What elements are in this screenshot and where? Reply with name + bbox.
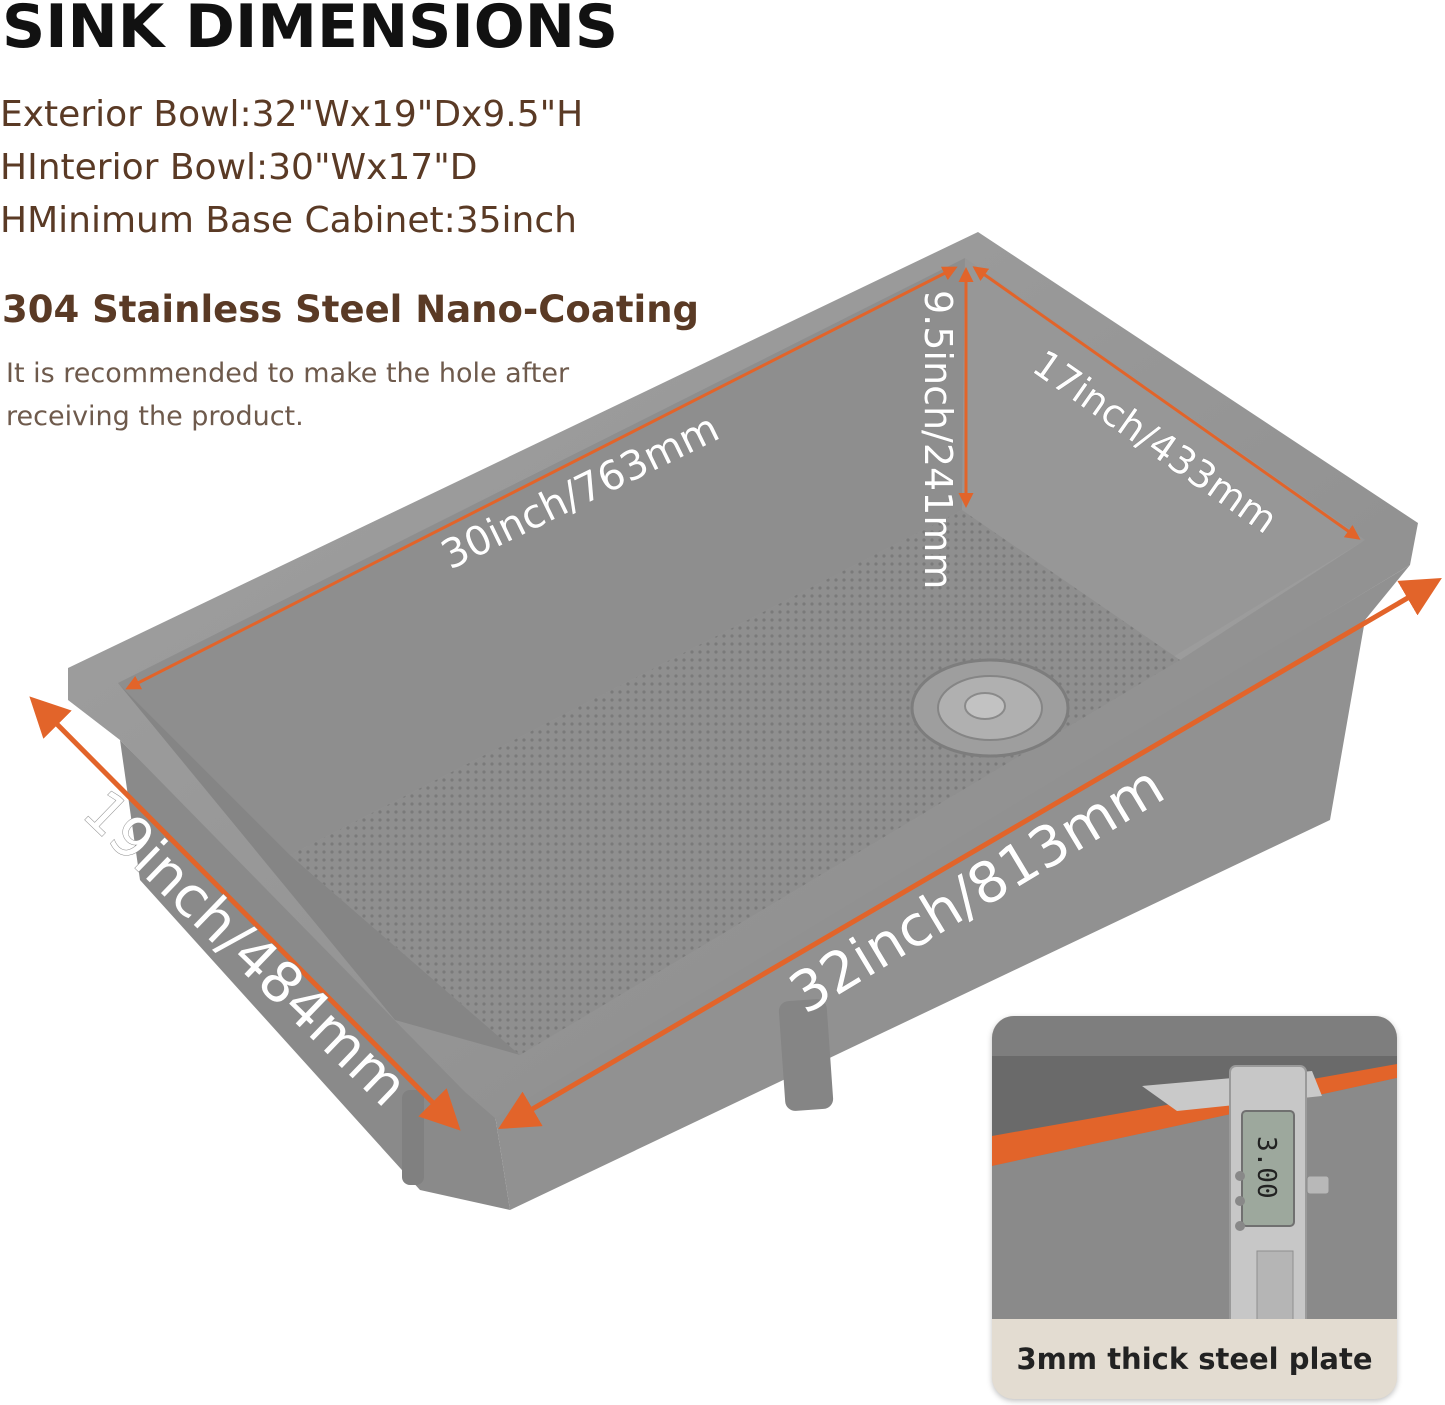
dim-line-exterior-depth bbox=[29, 696, 461, 1131]
caliper-icon: 3.00 bbox=[1142, 1065, 1330, 1337]
steel-plate-inset: 3.00 3mm thick steel plate bbox=[992, 1016, 1397, 1399]
caliper-reading: 3.00 bbox=[1251, 1136, 1281, 1199]
base-cabinet-spec: HMinimum Base Cabinet:35inch bbox=[0, 200, 577, 241]
exterior-bowl-spec: Exterior Bowl:32"Wx19"Dx9.5"H bbox=[0, 94, 584, 135]
label-depth: 9.5inch/241mm bbox=[916, 290, 960, 589]
page-title: SINK DIMENSIONS bbox=[2, 0, 619, 62]
inset-caption: 3mm thick steel plate bbox=[992, 1319, 1397, 1399]
caliper-photo: 3.00 bbox=[992, 1016, 1397, 1337]
interior-bowl-spec: HInterior Bowl:30"Wx17"D bbox=[0, 147, 478, 188]
dim-line-exterior-width bbox=[498, 577, 1442, 1130]
mounting-clip bbox=[402, 1090, 424, 1185]
drain-icon bbox=[910, 658, 1070, 758]
dim-line-interior-depth bbox=[972, 266, 1361, 540]
dim-line-interior-width bbox=[125, 266, 958, 690]
